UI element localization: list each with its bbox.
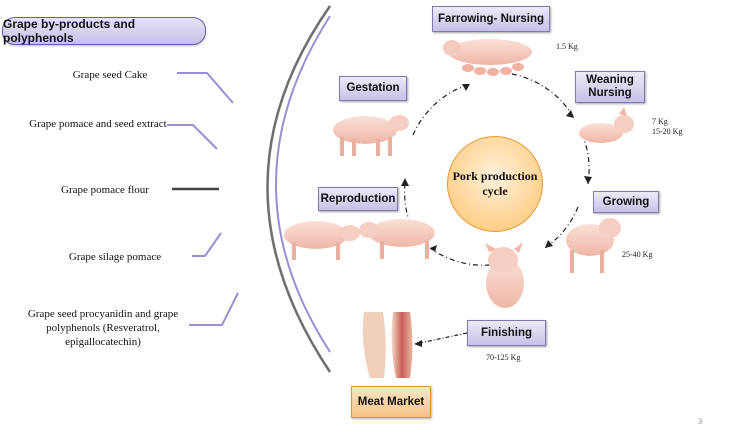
byproduct-procyanidin: Grape seed procyanidin and grape polyphe… [27, 308, 179, 348]
pork-cycle-center: Pork production cycle [447, 136, 543, 232]
bracket-arc-outer [266, 5, 332, 373]
weight-farrowing: 1.5 Kg [556, 42, 578, 51]
pig-sitting-image [485, 242, 524, 308]
connector-finishing-market [419, 332, 468, 344]
pig-weaning-image [579, 107, 634, 143]
byproduct-pomace-flour: Grape pomace flour [61, 184, 149, 196]
pig-growing-image [566, 218, 621, 273]
meat-carcass-image [362, 312, 413, 378]
bracket-arc-inner [275, 15, 331, 353]
meat-market-box: Meat Market [351, 386, 431, 418]
byproduct-seed-cake: Grape seed Cake [72, 69, 148, 81]
connector-silage-pomace [192, 232, 222, 257]
byproducts-title: Grape by-products and polyphenols [2, 17, 206, 45]
connector-pomace-extract [167, 124, 218, 150]
connector-procyanidin [189, 292, 239, 326]
byproduct-silage-pomace: Grape silage pomace [68, 251, 162, 263]
stage-gestation: Gestation [339, 76, 407, 101]
stage-growing: Growing [593, 191, 659, 213]
stage-weaning: Weaning Nursing [575, 71, 645, 103]
connector-seed-cake [177, 72, 234, 104]
page-number: 3 [698, 417, 702, 426]
stage-reproduction: Reproduction [318, 187, 398, 211]
byproduct-pomace-extract: Grape pomace and seed extract [29, 118, 167, 130]
pig-farrowing-image [443, 39, 532, 76]
weight-weaning-1: 7 Kg [652, 117, 668, 126]
weight-weaning-2: 15-20 Kg [652, 127, 683, 136]
stage-farrowing: Farrowing- Nursing [432, 6, 550, 32]
pig-reproduction-image [284, 219, 435, 260]
stage-finishing: Finishing [467, 320, 546, 346]
weight-finishing: 70-125 Kg [486, 353, 521, 362]
pig-gestation-image [333, 115, 409, 156]
weight-growing: 25-40 Kg [622, 250, 653, 259]
